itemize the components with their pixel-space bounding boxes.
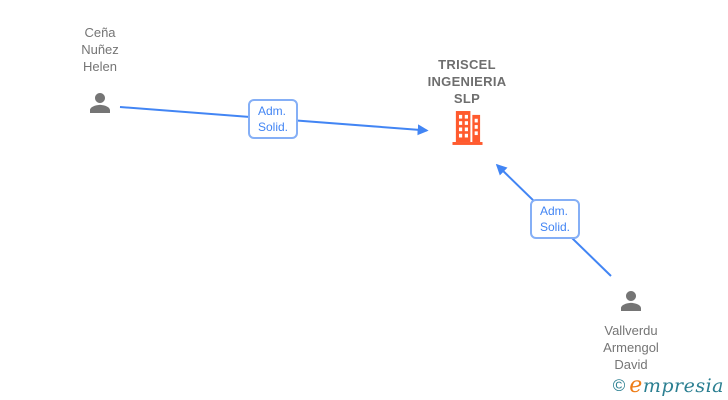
edge-label-adm-solid-1[interactable]: Adm. Solid.: [248, 99, 299, 139]
node-person-vallverdu[interactable]: Vallverdu Armengol David: [561, 286, 701, 373]
brand-logo-text: empresia: [629, 373, 724, 398]
node-company-triscel[interactable]: TRISCEL INGENIERIA SLP: [397, 56, 537, 145]
empresia-watermark: © empresia: [613, 373, 724, 398]
node-label: Vallverdu Armengol David: [603, 323, 659, 372]
person-icon: [621, 291, 641, 311]
brand-rest: mpresia: [642, 375, 724, 397]
person-icon: [90, 93, 110, 113]
node-label: Ceña Nuñez Helen: [81, 25, 119, 74]
copyright-icon: ©: [612, 375, 626, 395]
node-person-cena[interactable]: Ceña Nuñez Helen: [40, 24, 160, 118]
brand-initial: e: [629, 373, 643, 398]
edge-label-adm-solid-2[interactable]: Adm. Solid.: [530, 199, 581, 239]
node-label: TRISCEL INGENIERIA SLP: [427, 57, 507, 106]
building-icon: [451, 111, 483, 145]
